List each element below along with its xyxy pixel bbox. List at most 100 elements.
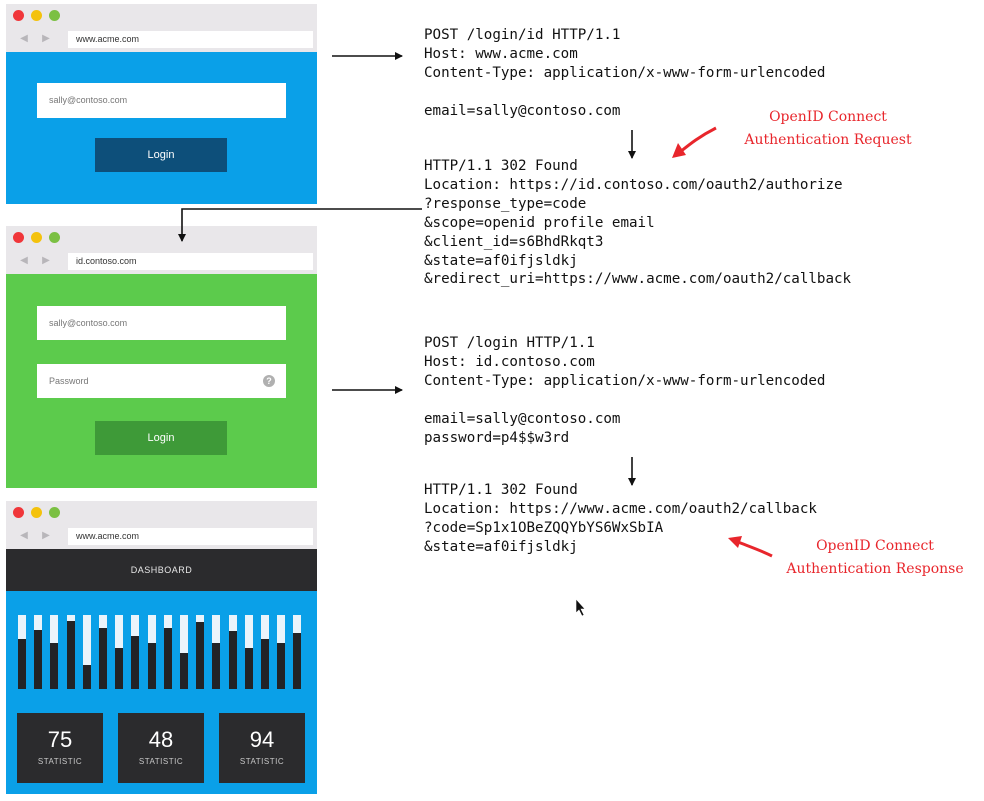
http-line: &state=af0ifjsldkj <box>424 252 578 269</box>
forward-arrow-icon[interactable]: ▶ <box>42 530 50 541</box>
browser-toolbar: ◀ ▶ www.acme.com <box>6 523 317 549</box>
dashboard-bar-fill <box>277 643 286 689</box>
address-bar[interactable]: id.contoso.com <box>68 253 313 270</box>
http-line: Location: https://www.acme.com/oauth2/ca… <box>424 500 817 517</box>
http-line: Host: id.contoso.com <box>424 353 595 370</box>
back-arrow-icon[interactable]: ◀ <box>20 33 28 44</box>
minimize-window-icon[interactable] <box>31 507 42 518</box>
dashboard-bar-fill <box>131 636 140 689</box>
statistic-value: 75 <box>47 727 73 752</box>
annotation-line: Authentication Request <box>744 132 912 148</box>
forward-arrow-icon[interactable]: ▶ <box>42 255 50 266</box>
dashboard-bar-fill <box>261 639 269 689</box>
red-pointer-arrow-1 <box>672 126 717 158</box>
red-pointer-arrow-2 <box>728 536 773 558</box>
dashboard-bar <box>212 615 221 689</box>
http-line: password=p4$$w3rd <box>424 429 570 446</box>
http-line: &client_id=s6BhdRkqt3 <box>424 233 604 250</box>
statistic-value: 94 <box>249 727 275 752</box>
address-bar[interactable]: www.acme.com <box>68 31 313 48</box>
password-placeholder: Password <box>49 376 89 386</box>
maximize-window-icon[interactable] <box>49 232 60 243</box>
statistic-card: 75 STATISTIC <box>17 713 103 783</box>
forward-arrow-icon[interactable]: ▶ <box>42 33 50 44</box>
dashboard-bar <box>18 615 26 689</box>
contoso-login-page: sally@contoso.com Password ? Login <box>6 274 317 488</box>
password-field[interactable]: Password ? <box>37 364 286 398</box>
dashboard-bar <box>196 615 205 689</box>
http-line: POST /login/id HTTP/1.1 <box>424 27 621 43</box>
maximize-window-icon[interactable] <box>49 10 60 21</box>
http-line: email=sally@contoso.com <box>424 102 621 119</box>
statistic-label: STATISTIC <box>138 757 184 766</box>
http-line: &redirect_uri=https://www.acme.com/oauth… <box>424 271 852 288</box>
dashboard-bar <box>244 615 253 689</box>
http-line: HTTP/1.1 302 Found <box>424 482 578 498</box>
http-line <box>424 391 825 410</box>
dashboard-bar <box>147 615 156 689</box>
email-field[interactable]: sally@contoso.com <box>37 306 286 340</box>
window-titlebar <box>6 501 317 523</box>
http-line: POST /login HTTP/1.1 <box>424 335 595 351</box>
annotation-line: Authentication Response <box>786 561 964 577</box>
back-arrow-icon[interactable]: ◀ <box>20 255 28 266</box>
minimize-window-icon[interactable] <box>31 232 42 243</box>
annotation-line: OpenID Connect <box>769 109 887 125</box>
dashboard-header: DASHBOARD <box>6 549 317 591</box>
dashboard-bar <box>163 615 172 689</box>
browser-window-acme-login: ◀ ▶ www.acme.com sally@contoso.com Login <box>6 4 317 204</box>
browser-toolbar: ◀ ▶ id.contoso.com <box>6 248 317 274</box>
dashboard-bar <box>99 615 107 689</box>
dashboard-bar <box>34 615 43 689</box>
http-line: Host: www.acme.com <box>424 45 578 62</box>
dashboard-bar-fill <box>115 648 124 689</box>
window-titlebar <box>6 226 317 248</box>
annotation-authentication-response: OpenID Connect Authentication Response <box>770 535 980 581</box>
maximize-window-icon[interactable] <box>49 507 60 518</box>
dashboard-bar-fill <box>212 643 221 689</box>
help-icon[interactable]: ? <box>263 375 275 387</box>
email-field[interactable]: sally@contoso.com <box>37 83 286 118</box>
dashboard-bar-fill <box>18 639 26 689</box>
dashboard-bar-fill <box>147 643 156 689</box>
http-line <box>424 83 825 102</box>
acme-login-page: sally@contoso.com Login <box>6 52 317 204</box>
mouse-cursor-icon <box>575 598 586 617</box>
back-arrow-icon[interactable]: ◀ <box>20 530 28 541</box>
annotation-line: OpenID Connect <box>816 538 934 554</box>
dashboard-bar-fill <box>228 631 237 689</box>
dashboard-bar <box>66 615 75 689</box>
dashboard-bar <box>277 615 286 689</box>
http-line: &scope=openid profile email <box>424 214 655 231</box>
dashboard-bar-fill <box>82 665 91 689</box>
dashboard-bar <box>261 615 269 689</box>
dashboard-bar <box>228 615 237 689</box>
minimize-window-icon[interactable] <box>31 10 42 21</box>
http-line: email=sally@contoso.com <box>424 410 621 427</box>
close-window-icon[interactable] <box>13 10 24 21</box>
statistic-card: 94 STATISTIC <box>219 713 305 783</box>
close-window-icon[interactable] <box>13 507 24 518</box>
redirect-connector-arrow <box>178 208 422 242</box>
login-button[interactable]: Login <box>95 138 227 172</box>
address-bar[interactable]: www.acme.com <box>68 528 313 545</box>
dashboard-bar-fill <box>66 621 75 689</box>
statistic-value: 48 <box>148 727 174 752</box>
dashboard-bar <box>131 615 140 689</box>
dashboard-bar-fill <box>196 622 205 689</box>
annotation-authentication-request: OpenID Connect Authentication Request <box>728 106 928 152</box>
dashboard-bar-fill <box>293 633 302 689</box>
close-window-icon[interactable] <box>13 232 24 243</box>
dashboard-bar-fill <box>244 648 253 689</box>
dashboard-bar-fill <box>34 630 43 689</box>
http-line: HTTP/1.1 302 Found <box>424 158 578 174</box>
http-line: ?response_type=code <box>424 195 587 212</box>
browser-toolbar: ◀ ▶ www.acme.com <box>6 26 317 52</box>
http-line: Location: https://id.contoso.com/oauth2/… <box>424 176 843 193</box>
login-button[interactable]: Login <box>95 421 227 455</box>
statistic-label: STATISTIC <box>239 757 285 766</box>
